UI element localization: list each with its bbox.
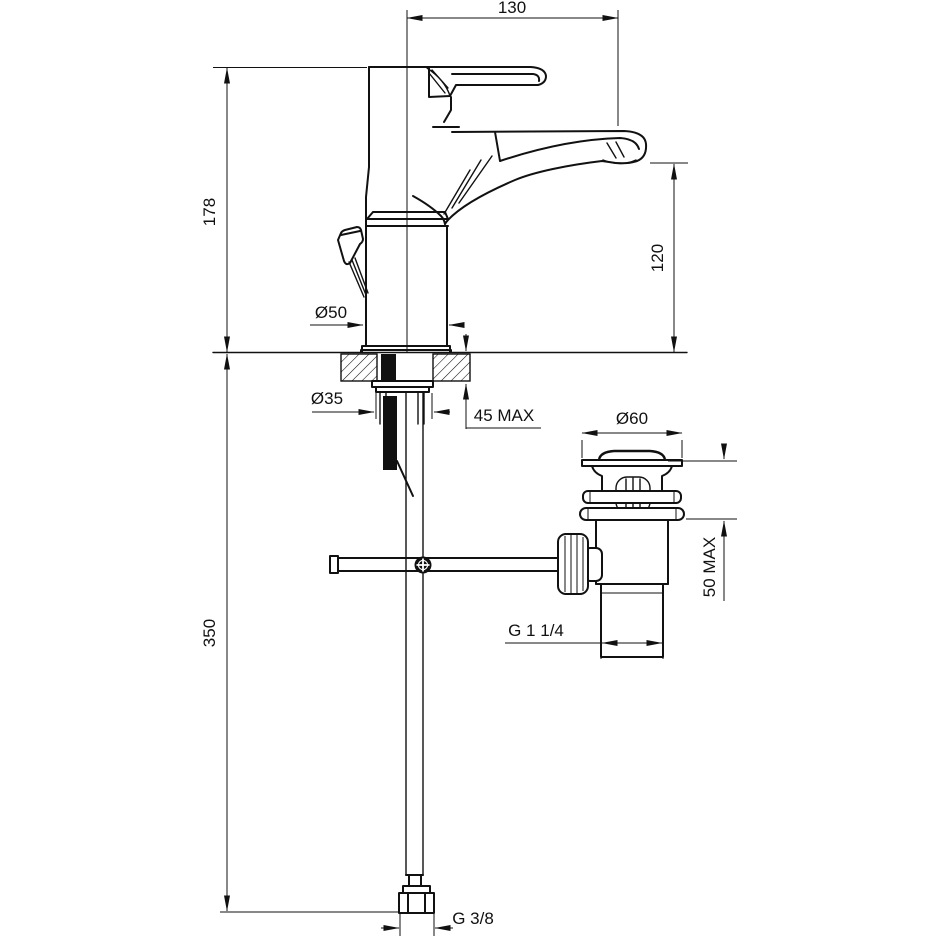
dim-label-basin-thickness: 50 MAX [700, 537, 719, 597]
waste-lower-flange [579, 507, 685, 521]
pop-up-rod-upper [381, 354, 396, 381]
dimension-overall-height: 178 [200, 67, 367, 353]
dimension-supply-length: 350 [200, 353, 398, 913]
mounting-washer [371, 380, 434, 393]
dimension-deck-thickness: 45 MAX [463, 334, 541, 429]
spout-aerator [602, 141, 637, 165]
dimension-spout-reach: 130 [406, 0, 619, 352]
pop-up-rod-diagonal [396, 460, 414, 497]
rod-end-cap [329, 555, 339, 574]
dim-label-spout-height: 120 [648, 244, 667, 272]
dim-label-supply-length: 350 [200, 619, 219, 647]
pop-up-knob [337, 226, 364, 266]
faucet [337, 66, 648, 353]
deck-hatch-right [432, 353, 471, 382]
linkage-ball-joint [414, 556, 432, 574]
ext-lines [581, 440, 683, 458]
spout-root-facets [443, 155, 493, 215]
dim-label-overall-height: 178 [200, 198, 219, 226]
dimension-shank-diameter: Ø35 [311, 389, 450, 419]
threaded-shank [379, 391, 425, 425]
linkage-thumb-nut [557, 533, 589, 595]
waste-dome-cap [597, 449, 667, 462]
deck-hatch-left [340, 353, 378, 382]
waste-upper-flange [582, 490, 682, 504]
supply-hose [405, 391, 424, 876]
dimension-waste-cap-diameter: Ø60 [581, 409, 683, 458]
lever-root-curve [426, 67, 451, 97]
dimension-waste-thread: G 1 1/4 [505, 621, 664, 659]
waste-tailpiece [595, 583, 669, 658]
counter-deck [212, 351, 688, 382]
pop-up-knob-stem [348, 257, 369, 298]
hose-end-fitting [398, 874, 435, 914]
base-flange [360, 345, 452, 353]
dim-label-deck-thickness: 45 MAX [474, 406, 534, 425]
dim-label-supply-thread: G 3/8 [452, 909, 494, 928]
dimension-supply-thread: G 3/8 [381, 909, 494, 936]
spout-root-fillet [412, 195, 446, 225]
dim-label-waste-thread: G 1 1/4 [508, 621, 564, 640]
pop-up-linkage [329, 555, 558, 574]
under-deck-assembly [371, 380, 435, 914]
upper-flange-ends [589, 491, 675, 503]
pop-up-rod-lower [383, 396, 397, 470]
lower-flange [579, 507, 685, 521]
dimension-body-diameter: Ø50 [310, 303, 465, 328]
spout-inner-edge [494, 131, 640, 162]
drain-assembly [557, 449, 685, 658]
body-left-edge [365, 66, 370, 347]
dimension-spout-height: 120 [648, 162, 688, 353]
spout-underside [444, 160, 638, 225]
ball-joint-ring [417, 559, 429, 571]
waste-body [595, 519, 669, 585]
neck-outline [432, 96, 460, 128]
waste-rim-plate [581, 459, 683, 467]
ext-lines [600, 629, 664, 659]
ext-lines [375, 393, 433, 419]
dim-label-waste-cap-diameter: Ø60 [616, 409, 648, 428]
dim-label-shank-diameter: Ø35 [311, 389, 343, 408]
dim-label-body-diameter: Ø50 [315, 303, 347, 322]
waste-neck [591, 465, 673, 492]
spout-top-edge [451, 130, 648, 162]
ext-lines [668, 460, 737, 520]
upper-flange [582, 490, 682, 504]
dim-label-spout-reach: 130 [498, 0, 526, 17]
lower-flange-ends [587, 508, 677, 520]
horizontal-rod [337, 557, 558, 572]
thumb-nut-ribs [564, 535, 584, 593]
ext-lines [399, 914, 435, 936]
dimension-basin-thickness: 50 MAX [668, 443, 737, 601]
lever-handle-outline [368, 66, 547, 98]
